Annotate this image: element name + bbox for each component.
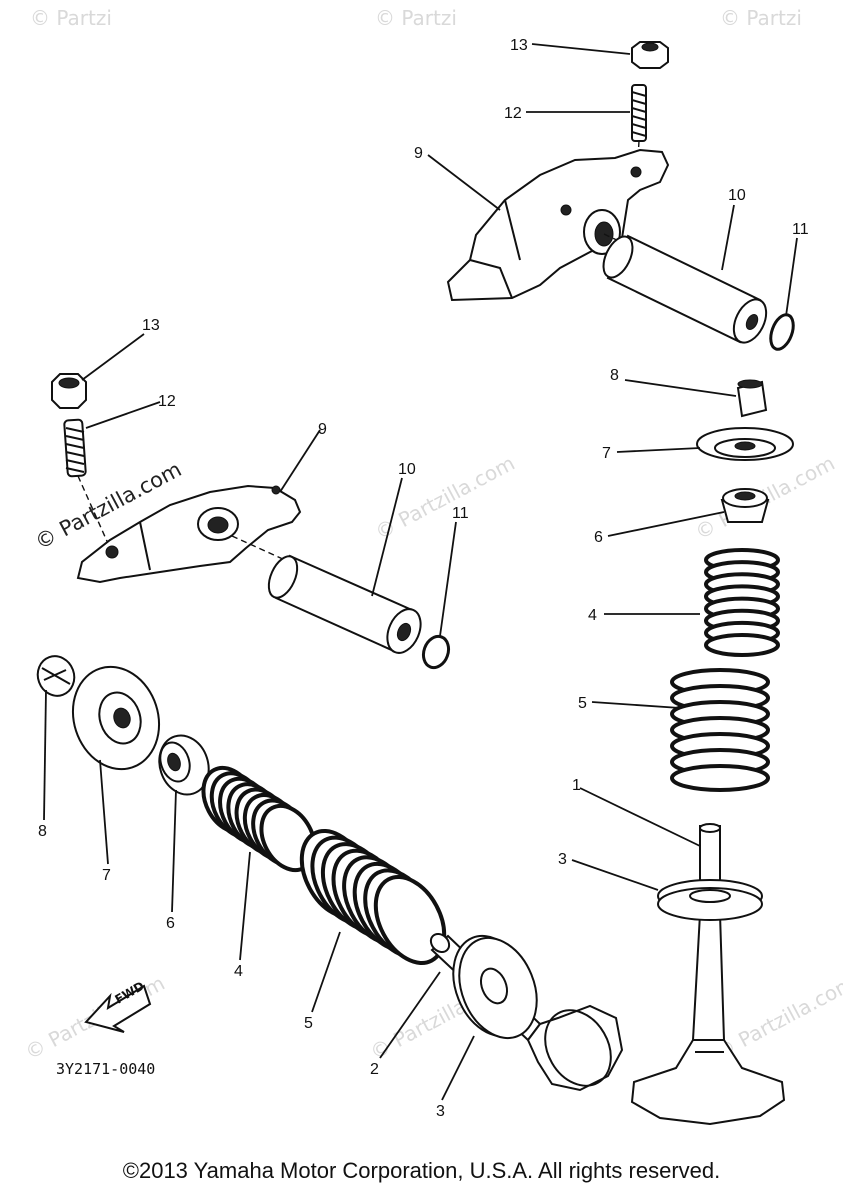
part-6-seal-right bbox=[720, 488, 770, 523]
label-4: 4 bbox=[588, 607, 597, 624]
label-6: 6 bbox=[594, 529, 603, 546]
label-13: 13 bbox=[142, 317, 160, 334]
label-8: 8 bbox=[38, 823, 47, 840]
label-1: 1 bbox=[572, 777, 581, 794]
part-3-seat-right bbox=[657, 879, 763, 921]
part-4-spring-left bbox=[201, 765, 317, 873]
label-12: 12 bbox=[158, 393, 176, 410]
part-7-retainer-left bbox=[71, 665, 161, 771]
part-4-spring-right bbox=[704, 548, 780, 657]
label-5: 5 bbox=[304, 1015, 313, 1032]
label-11: 11 bbox=[792, 221, 809, 238]
label-12: 12 bbox=[504, 105, 522, 122]
label-13: 13 bbox=[510, 37, 528, 54]
part-8-cotter-left bbox=[36, 655, 76, 697]
part-11-oring-upper bbox=[769, 313, 795, 351]
part-13-nut-left bbox=[51, 373, 87, 409]
copyright-notice: ©2013 Yamaha Motor Corporation, U.S.A. A… bbox=[122, 1158, 721, 1183]
part-6-seal-left bbox=[158, 734, 210, 796]
part-1-valve-right bbox=[630, 823, 786, 1126]
label-6: 6 bbox=[166, 915, 175, 932]
part-12-screw-left bbox=[63, 418, 111, 549]
diagram-code: 3Y2171-0040 bbox=[56, 1060, 155, 1078]
label-4: 4 bbox=[234, 963, 243, 980]
part-3-seat-left bbox=[452, 934, 538, 1040]
part-labels: 13 12 9 10 11 8 7 6 4 5 1 3 13 12 9 10 1… bbox=[38, 37, 809, 1120]
part-8-cotter-right bbox=[736, 379, 768, 418]
part-5-spring-left bbox=[299, 829, 447, 965]
label-5: 5 bbox=[578, 695, 587, 712]
watermark: © Partzi bbox=[30, 6, 112, 30]
watermark: © Partzi bbox=[375, 6, 457, 30]
watermark: © Partzilla.com bbox=[371, 451, 519, 545]
leader-lines bbox=[43, 43, 798, 1101]
label-3: 3 bbox=[436, 1103, 445, 1120]
part-9-rocker-arm-left bbox=[76, 484, 302, 584]
fwd-arrow-icon: FWD bbox=[84, 979, 152, 1033]
part-12-screw-upper bbox=[631, 84, 647, 176]
label-2: 2 bbox=[370, 1061, 379, 1078]
label-9: 9 bbox=[318, 421, 327, 438]
label-10: 10 bbox=[728, 187, 746, 204]
part-10-shaft-upper bbox=[602, 233, 768, 344]
label-9: 9 bbox=[414, 145, 423, 162]
label-8: 8 bbox=[610, 367, 619, 384]
part-9-rocker-arm-upper bbox=[446, 148, 670, 302]
label-3: 3 bbox=[558, 851, 567, 868]
part-13-nut-upper bbox=[631, 41, 669, 69]
label-7: 7 bbox=[102, 867, 111, 884]
label-11: 11 bbox=[452, 505, 469, 522]
part-11-oring-left bbox=[421, 634, 451, 670]
part-10-shaft-left bbox=[231, 535, 422, 654]
part-5-spring-right bbox=[670, 668, 770, 792]
label-7: 7 bbox=[602, 445, 611, 462]
label-10: 10 bbox=[398, 461, 416, 478]
watermark: © Partzi bbox=[720, 6, 802, 30]
part-7-retainer-right bbox=[696, 427, 794, 461]
